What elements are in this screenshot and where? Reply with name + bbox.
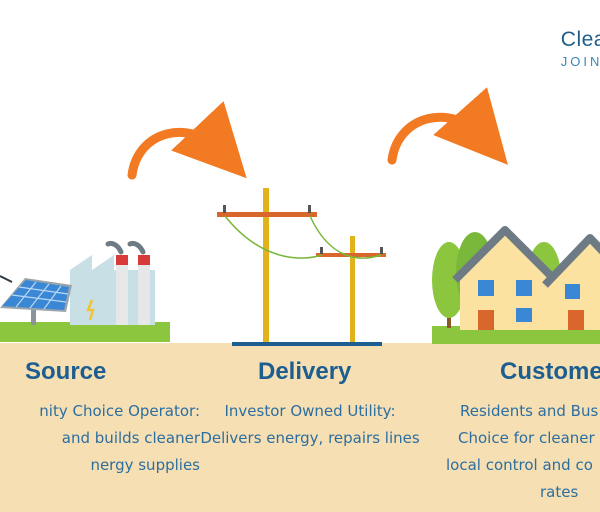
ground-band [0, 343, 600, 512]
customer-line: Choice for cleaner [458, 429, 595, 447]
customer-illustration [432, 226, 600, 344]
delivery-line: Investor Owned Utility: [224, 402, 396, 420]
brand-name: Clea [560, 28, 600, 51]
house-icon [542, 234, 600, 330]
source-line: nity Choice Operator: [39, 402, 200, 420]
source-illustration [0, 240, 170, 342]
delivery-line: Delivers energy, repairs lines [200, 429, 420, 447]
source-line: nergy supplies [90, 456, 200, 474]
customer-title: Custome [500, 358, 600, 385]
source-title: Source [25, 358, 107, 385]
delivery-description: Investor Owned Utility: Delivers energy,… [190, 398, 430, 452]
brand-tagline: JOIN [560, 54, 600, 69]
delivery-title: Delivery [258, 358, 352, 385]
house-icon [452, 226, 558, 330]
brand-logo: Clea JOIN [561, 28, 600, 69]
grass-strip-customer [432, 326, 600, 344]
source-line: and builds cleaner [61, 429, 200, 447]
customer-line: local control and co [446, 456, 593, 474]
customer-line: rates [540, 483, 579, 501]
customer-line: Residents and Bus [460, 402, 599, 420]
factory-icon [70, 240, 155, 325]
curved-arrow-icon [127, 101, 247, 180]
curved-arrow-icon [387, 87, 508, 165]
power-pole-icon [217, 188, 386, 346]
grass-strip-source [0, 322, 170, 342]
solar-panel-icon [0, 275, 72, 325]
customer-description: Residents and Bus Choice for cleaner loc… [440, 398, 600, 506]
source-description: nity Choice Operator: and builds cleaner… [0, 398, 200, 479]
